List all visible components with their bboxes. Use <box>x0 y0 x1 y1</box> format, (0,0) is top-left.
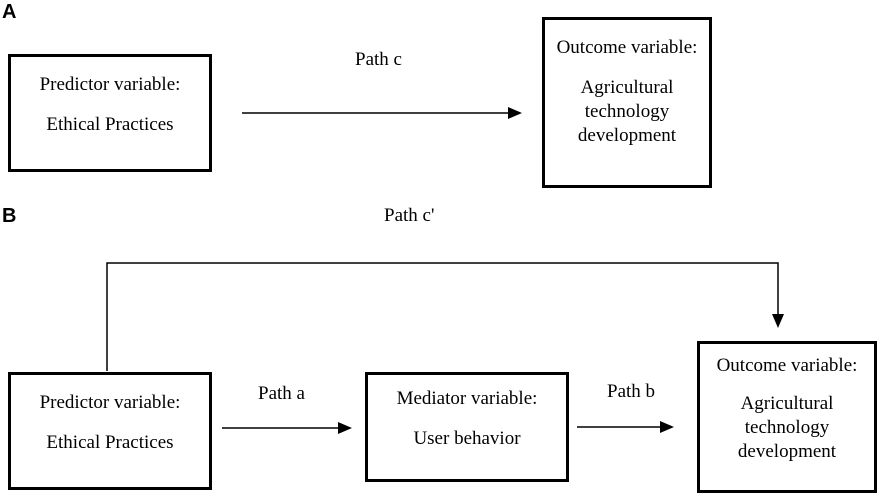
panel-a-outcome-box: Outcome variable: Agricultural technolog… <box>542 17 712 188</box>
panel-b-outcome-heading: Outcome variable: <box>716 355 858 376</box>
panel-a-outcome-line-2: technology <box>584 101 670 122</box>
panel-b-predictor-name: Ethical Practices <box>46 432 174 453</box>
panel-b-mediator-box: Mediator variable: User behavior <box>365 372 569 482</box>
panel-b-mediator-heading: Mediator variable: <box>396 388 538 409</box>
panel-b-label: B <box>2 205 17 227</box>
panel-b-outcome-line-2: technology <box>744 417 830 438</box>
panel-a-path-c-arrow <box>242 107 522 119</box>
panel-b-path-a-label: Path a <box>258 383 305 404</box>
panel-a-outcome-heading: Outcome variable: <box>556 37 698 58</box>
panel-b-path-c-prime-label: Path c' <box>384 205 435 226</box>
panel-a-label: A <box>2 1 17 23</box>
panel-a-outcome-line-3: development <box>577 125 677 146</box>
panel-b-path-b-label: Path b <box>607 381 656 402</box>
panel-a-path-c-label: Path c <box>355 49 402 70</box>
panel-b-outcome-box: Outcome variable: Agricultural technolog… <box>697 341 877 493</box>
panel-b-mediator-name: User behavior <box>413 428 521 449</box>
panel-b-predictor-box: Predictor variable: Ethical Practices <box>8 372 212 490</box>
panel-b-path-c-prime-arrow <box>106 262 784 371</box>
panel-a-predictor-heading: Predictor variable: <box>39 74 181 95</box>
panel-a-predictor-box: Predictor variable: Ethical Practices <box>8 54 212 172</box>
panel-b-outcome-line-1: Agricultural <box>740 393 834 414</box>
panel-b-path-a-arrow <box>222 422 352 434</box>
panel-a-predictor-name: Ethical Practices <box>46 114 174 135</box>
panel-b-path-b-arrow <box>577 421 674 433</box>
panel-b-predictor-heading: Predictor variable: <box>39 392 181 413</box>
panel-a-outcome-line-1: Agricultural <box>580 77 674 98</box>
panel-b-outcome-line-3: development <box>737 441 837 462</box>
